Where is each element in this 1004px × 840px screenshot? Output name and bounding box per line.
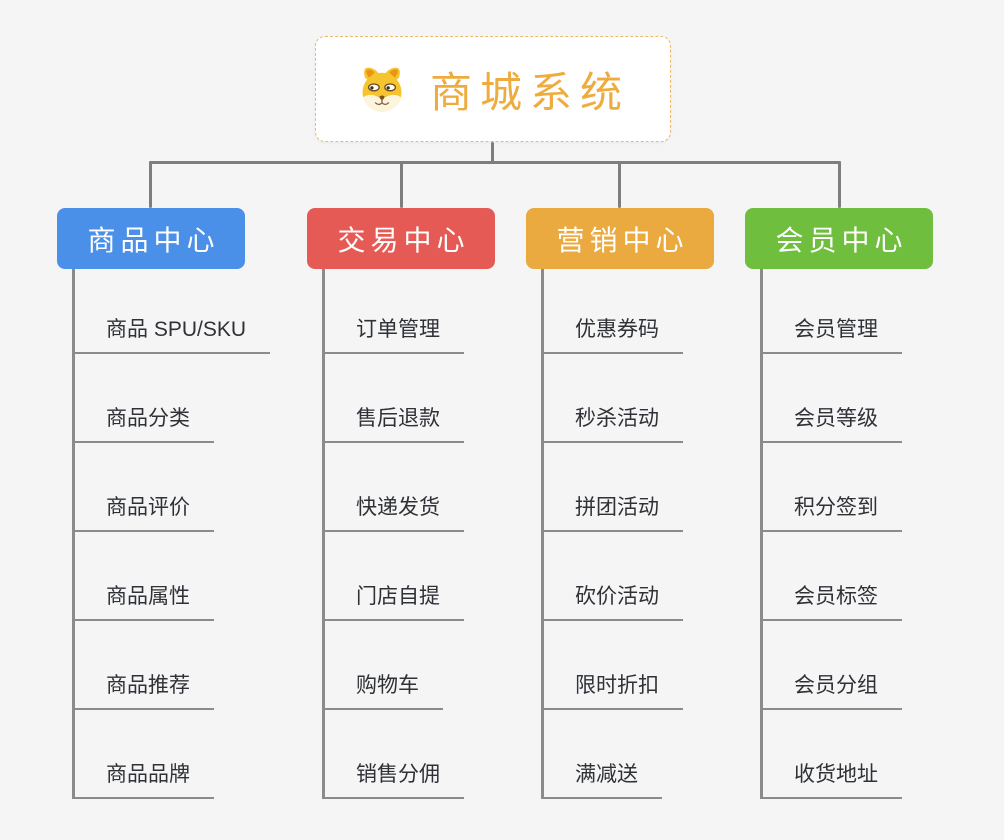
leaf-trunk-line [760, 269, 763, 799]
leaf-node[interactable]: 拼团活动 [541, 495, 683, 532]
leaf-trunk-line [72, 269, 75, 799]
leaf-trunk-line [322, 269, 325, 799]
connector-branch-stub-4 [838, 161, 841, 208]
branch-node-trade[interactable]: 交易中心 [307, 208, 495, 269]
branch-column-members: 会员中心 会员管理 会员等级 积分签到 会员标签 会员分组 收货地址 [745, 208, 1004, 799]
leaf-node[interactable]: 满减送 [541, 762, 662, 799]
leaf-node[interactable]: 购物车 [322, 673, 443, 710]
connector-horizontal [149, 161, 841, 164]
leaf-node[interactable]: 售后退款 [322, 406, 464, 443]
leaf-node[interactable]: 会员管理 [760, 317, 902, 354]
leaf-node[interactable]: 优惠券码 [541, 317, 683, 354]
leaf-node[interactable]: 会员分组 [760, 673, 902, 710]
leaf-node[interactable]: 限时折扣 [541, 673, 683, 710]
branch-label: 会员中心 [775, 224, 908, 256]
connector-branch-stub-1 [149, 161, 152, 208]
leaf-node[interactable]: 积分签到 [760, 495, 902, 532]
leaf-node[interactable]: 门店自提 [322, 584, 464, 621]
leaf-node[interactable]: 订单管理 [322, 317, 464, 354]
branch-column-marketing: 营销中心 优惠券码 秒杀活动 拼团活动 砍价活动 限时折扣 满减送 [526, 208, 786, 799]
leaf-node[interactable]: 会员标签 [760, 584, 902, 621]
branch-label: 交易中心 [337, 224, 470, 256]
branch-label: 营销中心 [556, 224, 689, 256]
connector-branch-stub-2 [400, 161, 403, 208]
leaf-trunk-line [541, 269, 544, 799]
leaf-node[interactable]: 秒杀活动 [541, 406, 683, 443]
leaf-node[interactable]: 商品属性 [72, 584, 214, 621]
root-title: 商城系统 [429, 68, 630, 116]
connector-root-stub [491, 142, 494, 164]
leaf-node[interactable]: 销售分佣 [322, 762, 464, 799]
leaf-node[interactable]: 收货地址 [760, 762, 902, 799]
branch-node-products[interactable]: 商品中心 [57, 208, 245, 269]
branch-node-marketing[interactable]: 营销中心 [526, 208, 714, 269]
leaf-node[interactable]: 砍价活动 [541, 584, 683, 621]
leaf-node[interactable]: 商品 SPU/SKU [72, 317, 271, 354]
branch-column-products: 商品中心 商品 SPU/SKU 商品分类 商品评价 商品属性 商品推荐 商品品牌 [57, 208, 317, 799]
leaf-node[interactable]: 商品评价 [72, 495, 214, 532]
leaf-node[interactable]: 商品分类 [72, 406, 214, 443]
leaf-node[interactable]: 会员等级 [760, 406, 902, 443]
branch-node-members[interactable]: 会员中心 [745, 208, 933, 269]
connector-branch-stub-3 [618, 161, 621, 208]
shiba-dog-icon [362, 67, 402, 112]
leaf-node[interactable]: 商品推荐 [72, 673, 214, 710]
branch-label: 商品中心 [87, 224, 220, 256]
leaf-node[interactable]: 快递发货 [322, 495, 464, 532]
root-node[interactable]: 商城系统 [315, 36, 671, 142]
leaf-node[interactable]: 商品品牌 [72, 762, 214, 799]
branch-column-trade: 交易中心 订单管理 售后退款 快递发货 门店自提 购物车 销售分佣 [307, 208, 567, 799]
